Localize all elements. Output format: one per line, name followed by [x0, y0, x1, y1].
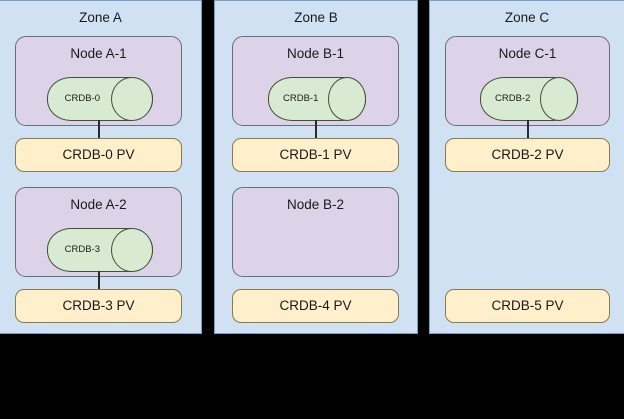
- pv-crdb-0[interactable]: CRDB-0 PV: [15, 138, 182, 172]
- zone-c-title: Zone C: [504, 10, 550, 25]
- node-b-1[interactable]: Node B-1 CRDB-1: [232, 36, 399, 126]
- database-crdb-0[interactable]: CRDB-0: [47, 77, 153, 121]
- database-crdb-1[interactable]: CRDB-1: [268, 77, 366, 121]
- connector-crdb-3: [98, 271, 100, 290]
- pv-crdb-2[interactable]: CRDB-2 PV: [445, 138, 610, 172]
- database-crdb-2[interactable]: CRDB-2: [480, 77, 578, 121]
- database-crdb-2-label: CRDB-2: [495, 93, 531, 104]
- node-c-1[interactable]: Node C-1 CRDB-2: [445, 36, 610, 126]
- cylinder-cap-icon: [111, 77, 153, 121]
- zone-c: Zone C Node C-1 CRDB-2 CRDB-2 PV CRDB-5 …: [429, 0, 624, 334]
- connector-crdb-1: [315, 120, 317, 139]
- zone-b-title: Zone B: [294, 10, 338, 25]
- pv-crdb-5[interactable]: CRDB-5 PV: [445, 289, 610, 323]
- cylinder-cap-icon: [539, 77, 578, 121]
- node-a-1-title: Node A-1: [70, 46, 127, 61]
- database-crdb-3[interactable]: CRDB-3: [47, 228, 153, 272]
- node-a-2-title: Node A-2: [70, 197, 127, 212]
- pv-crdb-1[interactable]: CRDB-1 PV: [232, 138, 399, 172]
- zone-a: Zone A Node A-1 CRDB-0 CRDB-0 PV Node A-…: [0, 0, 202, 334]
- node-a-2[interactable]: Node A-2 CRDB-3: [15, 187, 182, 277]
- pv-crdb-3-label: CRDB-3 PV: [62, 298, 135, 313]
- pv-crdb-3[interactable]: CRDB-3 PV: [15, 289, 182, 323]
- connector-crdb-0: [98, 120, 100, 139]
- pv-crdb-5-label: CRDB-5 PV: [491, 298, 564, 313]
- pv-crdb-0-label: CRDB-0 PV: [62, 147, 135, 162]
- pv-crdb-1-label: CRDB-1 PV: [279, 147, 352, 162]
- zone-b: Zone B Node B-1 CRDB-1 CRDB-1 PV Node B-…: [214, 0, 418, 334]
- pv-crdb-2-label: CRDB-2 PV: [491, 147, 564, 162]
- node-b-2-title: Node B-2: [286, 197, 345, 212]
- node-c-1-title: Node C-1: [498, 46, 557, 61]
- node-b-2[interactable]: Node B-2: [232, 187, 399, 277]
- cylinder-cap-icon: [111, 228, 153, 272]
- cylinder-cap-icon: [327, 77, 366, 121]
- database-crdb-1-label: CRDB-1: [283, 93, 319, 104]
- database-crdb-0-label: CRDB-0: [64, 93, 100, 104]
- pv-crdb-4-label: CRDB-4 PV: [279, 298, 352, 313]
- connector-crdb-2: [527, 120, 529, 139]
- zone-a-title: Zone A: [79, 10, 122, 25]
- pv-crdb-4[interactable]: CRDB-4 PV: [232, 289, 399, 323]
- node-a-1[interactable]: Node A-1 CRDB-0: [15, 36, 182, 126]
- database-crdb-3-label: CRDB-3: [64, 244, 100, 255]
- node-b-1-title: Node B-1: [286, 46, 345, 61]
